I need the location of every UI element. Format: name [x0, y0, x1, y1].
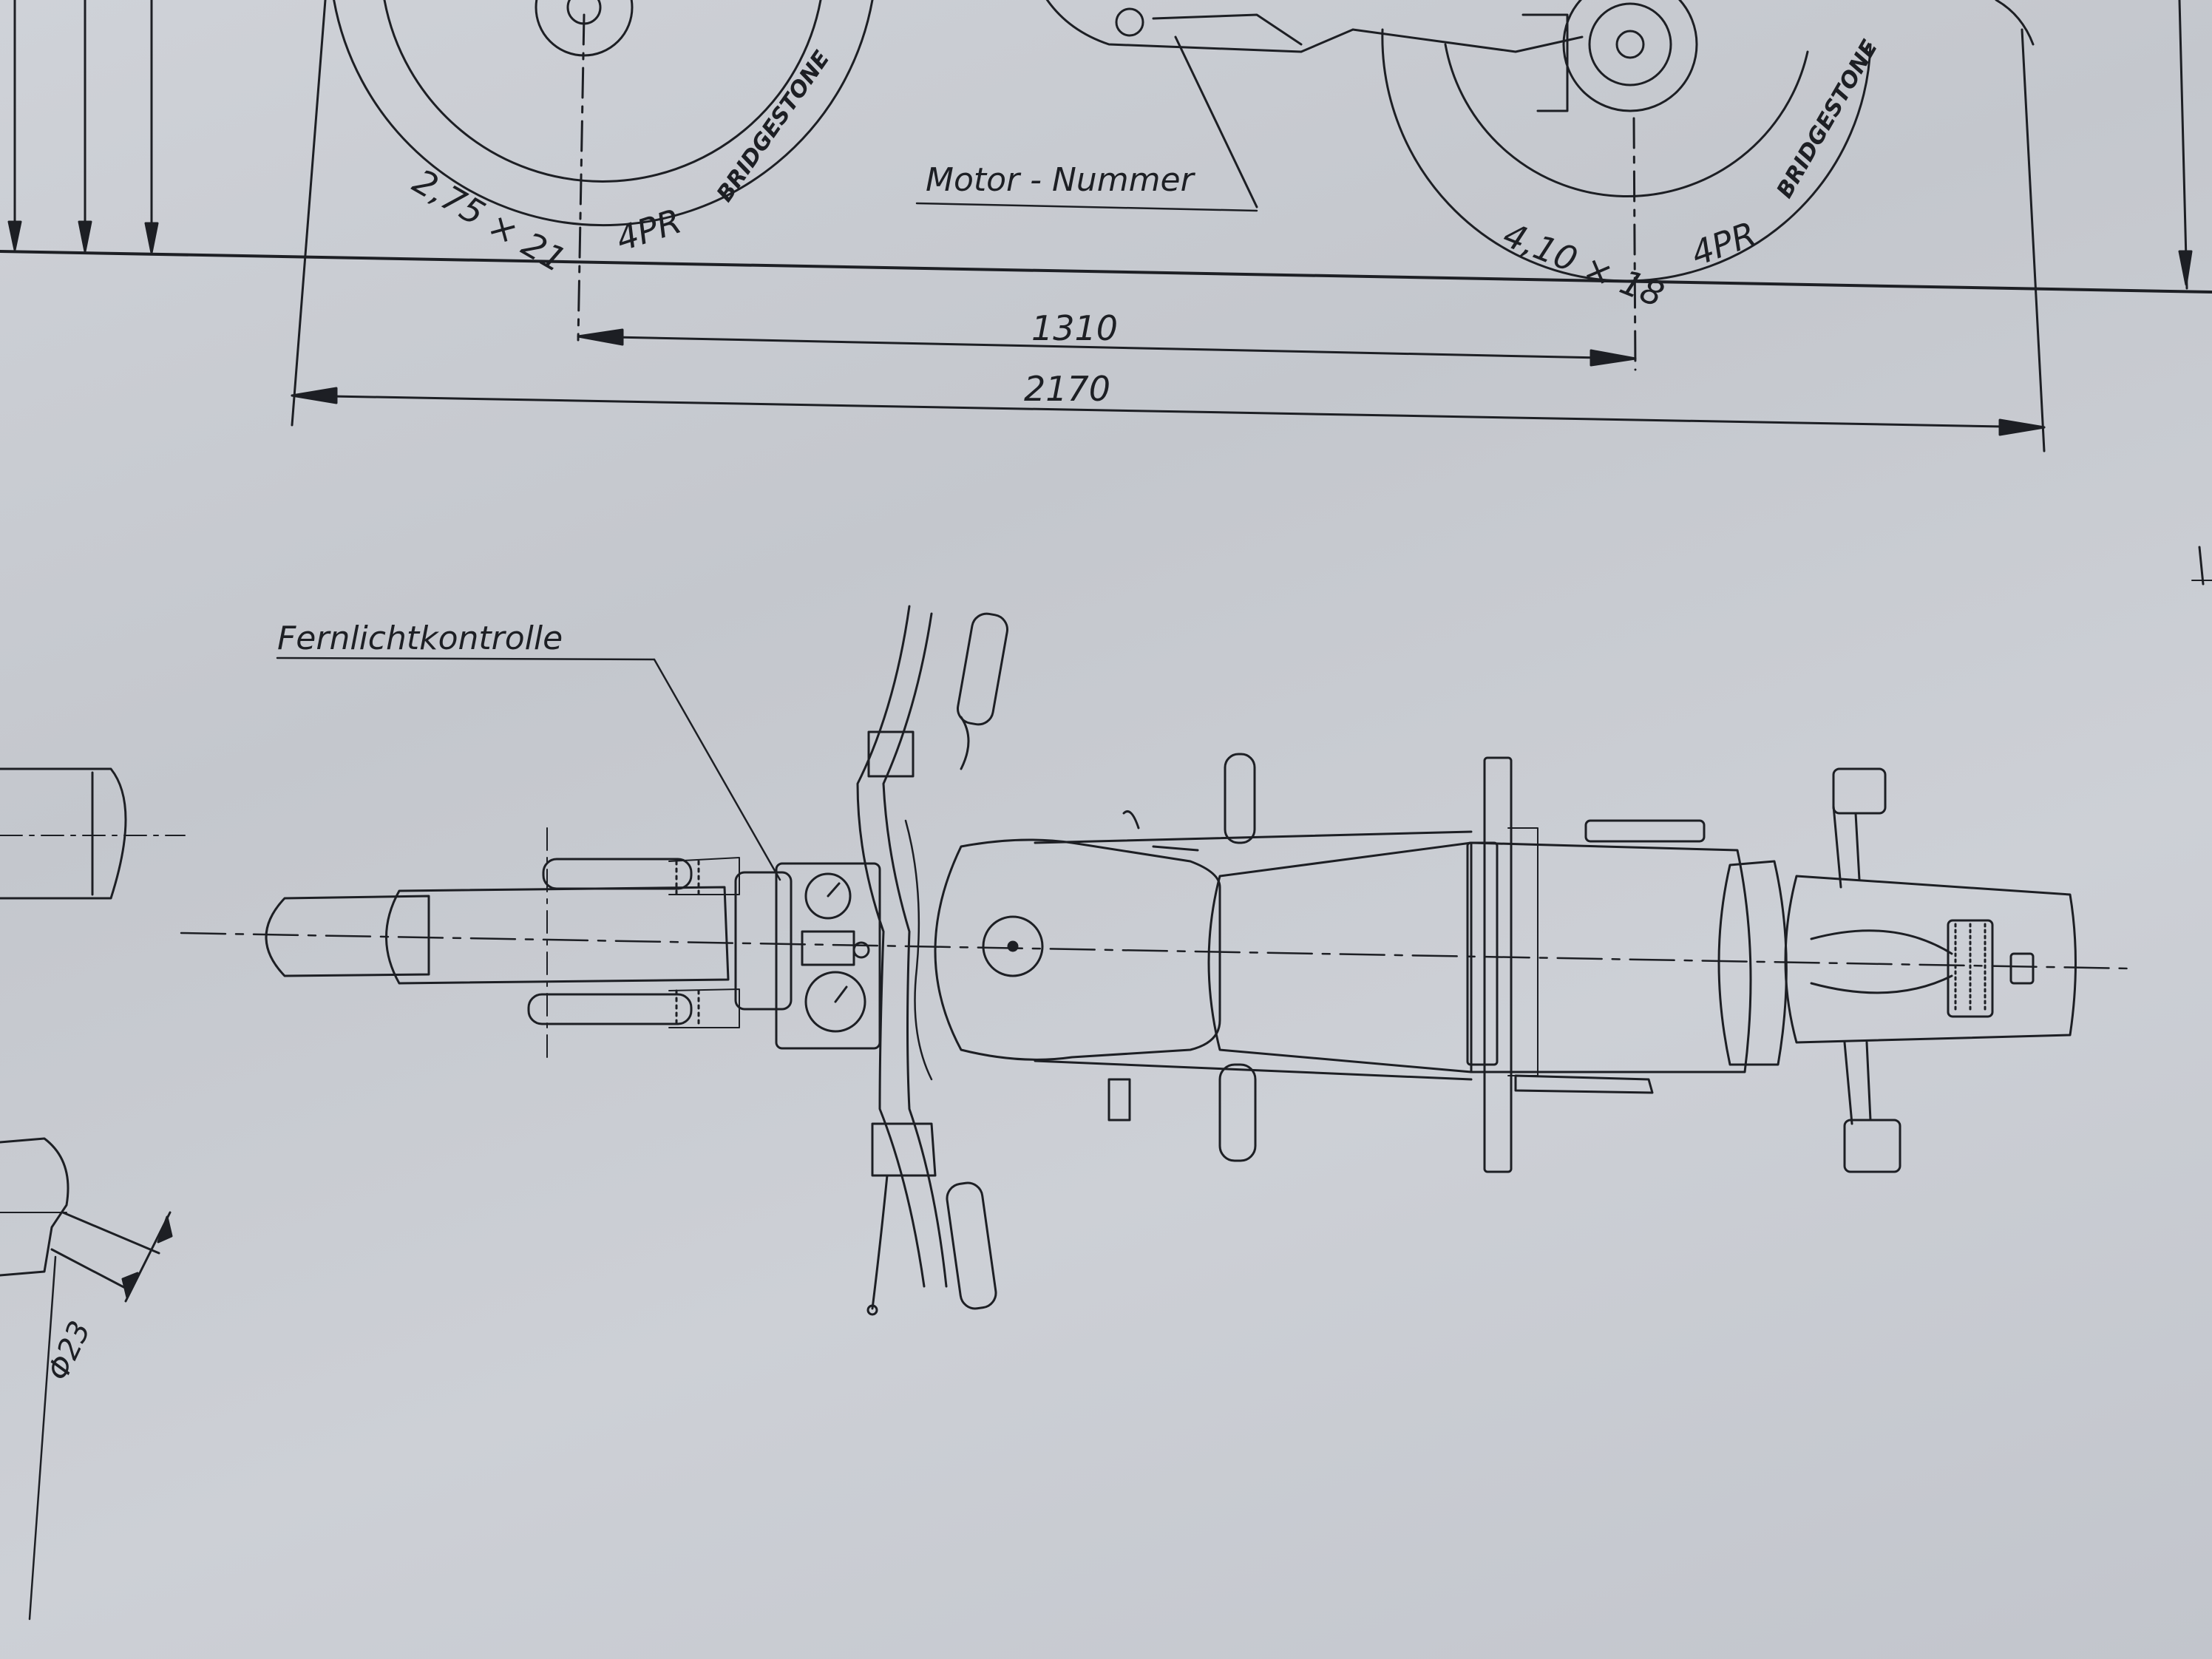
tail-section — [1784, 875, 2077, 1044]
instrument-cluster — [734, 862, 881, 1050]
left-edge-part-bracket: Φ23 — [0, 1137, 173, 1621]
rider-footpegs — [1107, 753, 1257, 1162]
fernlichtkontrolle-callout: Fernlichtkontrolle — [276, 620, 781, 881]
dimension-wheelbase: 1310 — [577, 308, 1637, 367]
frame-sketch — [1045, 0, 1584, 208]
seat — [1207, 841, 1788, 1073]
rear-wheel — [1381, 0, 1872, 371]
page-edge-marks — [2191, 546, 2212, 586]
front-tire-ply: 4PR — [611, 201, 686, 259]
motor-nummer-callout: Motor - Nummer — [915, 161, 1258, 212]
left-edge-part-cylinder — [0, 767, 186, 900]
left-dimension-arrows — [7, 0, 159, 254]
dim-wheelbase-label: 1310 — [1031, 308, 1118, 348]
left-grip — [866, 1122, 997, 1316]
top-view-centerline — [180, 932, 2131, 970]
rear-tire-brand: BRIDGESTONE — [1772, 35, 1884, 203]
motor-nummer-label: Motor - Nummer — [926, 161, 1196, 199]
rear-turn-signals — [1832, 767, 1901, 1173]
dimension-overall-length: 2170 — [291, 0, 2046, 436]
front-tire-brand: BRIDGESTONE — [712, 46, 835, 206]
right-grip — [867, 612, 1008, 778]
rear-tire-ply: 4PR — [1686, 214, 1761, 274]
front-wheel — [333, 0, 874, 342]
dim-overall-length-label: 2170 — [1024, 369, 1110, 409]
rear-extension-lines — [1995, 0, 2193, 452]
rear-tire-size: 4,10 × 18 — [1498, 214, 1669, 315]
fernlichtkontrolle-label: Fernlichtkontrolle — [277, 620, 563, 657]
front-tire-labels: 2,75 × 21 4PR BRIDGESTONE — [407, 46, 835, 280]
passenger-footrest-bar — [1466, 756, 1538, 1173]
front-fender — [265, 827, 730, 1058]
ground-line — [0, 250, 2212, 294]
